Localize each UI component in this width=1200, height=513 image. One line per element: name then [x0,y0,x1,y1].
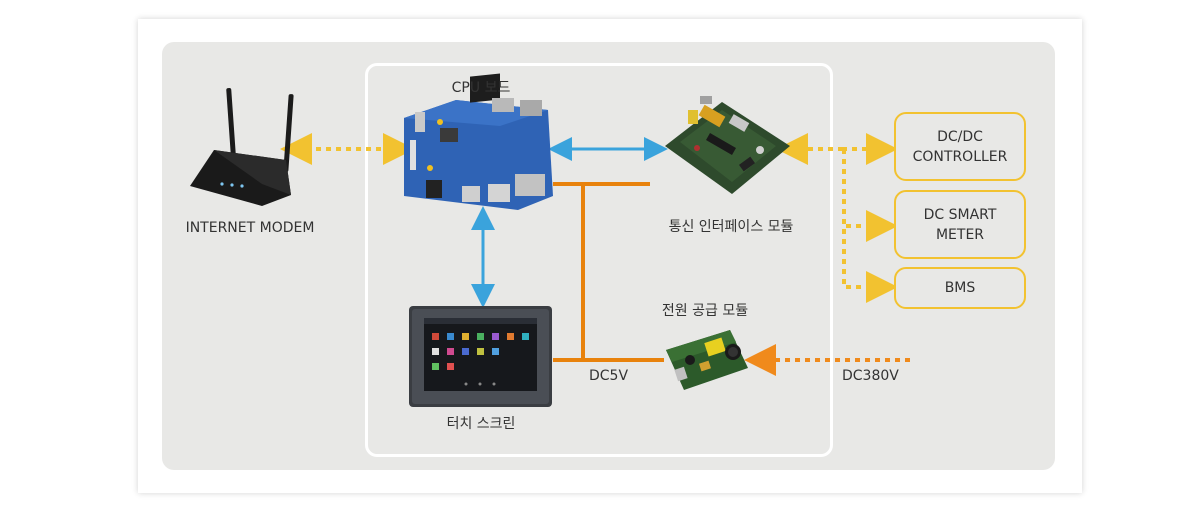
system-boundary-box [365,63,833,457]
dc5v-label: DC5V [589,368,629,384]
dcdc-controller-box: DC/DC CONTROLLER [894,112,1026,181]
power-module-icon [666,330,748,390]
touchscreen-icon [409,306,552,407]
comm-module-icon [665,96,790,194]
dc380v-label: DC380V [842,368,899,384]
touchscreen-label: 터치 스크린 [446,416,516,432]
power-module-label: 전원 공급 모듈 [661,303,749,319]
dc-smart-meter-box: DC SMART METER [894,190,1026,259]
cpu-board-icon [404,73,553,210]
edge-dc5v-bus [553,182,664,362]
dcdc-controller-label: DC/DC CONTROLLER [912,128,1008,165]
edge-comm-bus [798,133,898,303]
cpu-board-label: CPU 보드 [451,80,511,96]
modem-label: INTERNET MODEM [185,220,315,236]
dc-smart-meter-label: DC SMART METER [923,206,997,243]
router-icon [190,88,294,206]
bms-box: BMS [894,267,1026,309]
bms-label: BMS [944,280,976,296]
comm-module-label: 통신 인터페이스 모듈 [668,219,794,235]
